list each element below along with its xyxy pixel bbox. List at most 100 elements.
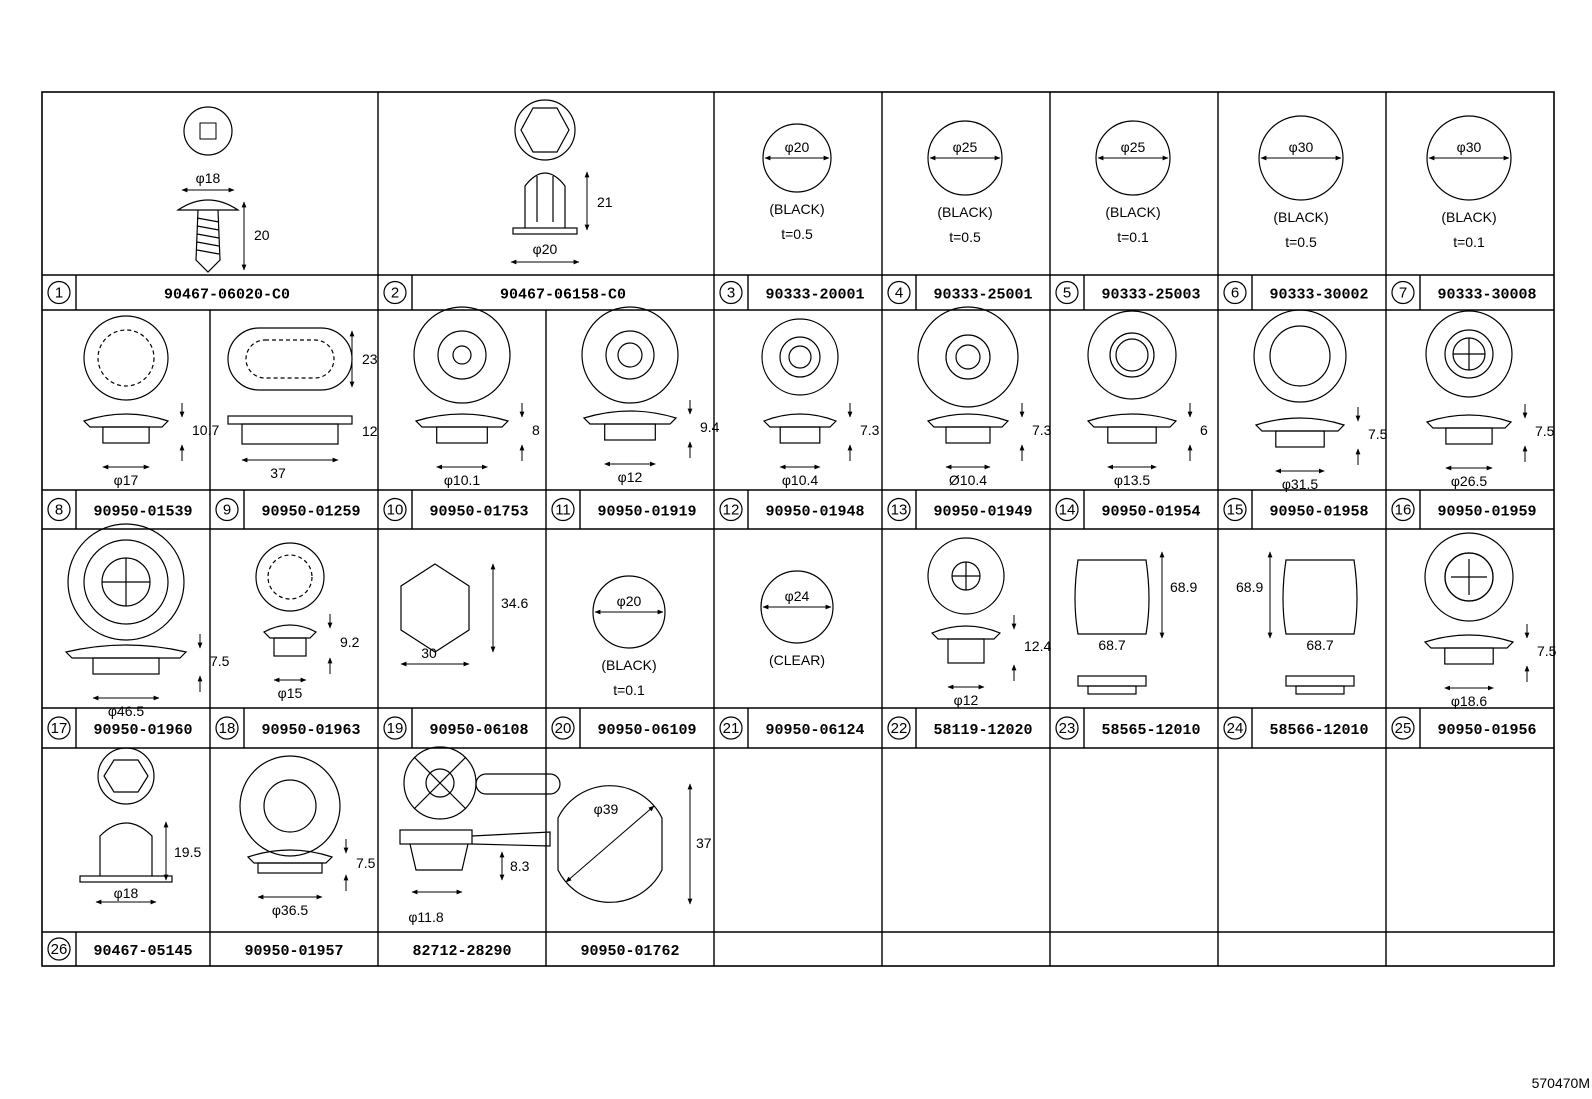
item-number-circle [887, 716, 911, 740]
cover-plate [1074, 559, 1150, 635]
part-number: 90950-06124 [765, 722, 864, 739]
dimension-label: 34.6 [501, 595, 528, 611]
thickness-note: t=0.5 [781, 226, 813, 242]
oblong-side-body [241, 423, 339, 445]
item-number: 10 [387, 502, 404, 519]
color-note: (BLACK) [601, 657, 656, 673]
item-number-circle [215, 716, 239, 740]
grommet-side-body [1275, 430, 1325, 448]
clip-shank [195, 209, 221, 273]
grommet-side-body [257, 862, 323, 874]
part-number: 90950-01539 [93, 504, 192, 521]
item-number: 21 [723, 720, 740, 737]
dimension-label: φ11.8 [408, 909, 444, 925]
plug-disc [1095, 120, 1171, 196]
grommet-side-body [92, 657, 160, 675]
item-number: 18 [219, 720, 236, 737]
grommet-top-view [917, 306, 1019, 408]
dimension-label: 8.3 [510, 858, 530, 874]
item-number-circle [1391, 497, 1415, 522]
item-number: 1 [55, 285, 63, 302]
item-number-circle [1055, 497, 1079, 522]
grommet-side-body [604, 423, 656, 441]
item-number-circle [1055, 716, 1079, 740]
part-number: 58565-12010 [1101, 722, 1200, 739]
thickness-note: t=0.5 [1285, 234, 1317, 250]
grommet-inner [1109, 332, 1155, 378]
part-number: 90950-01753 [429, 504, 528, 521]
part-number: 90467-06020-C0 [164, 287, 290, 304]
clip-head-top [183, 106, 233, 156]
plug-disc [592, 575, 666, 649]
dimension-label: φ20 [533, 241, 558, 257]
part-number: 90467-05145 [93, 943, 192, 960]
grommet-side-cap [246, 849, 334, 864]
dimension-label: φ12 [954, 692, 979, 708]
part-number: 90950-01949 [933, 504, 1032, 521]
item-number: 24 [1227, 720, 1244, 737]
grommet-side-body [1444, 647, 1494, 665]
grommet-side-body [945, 426, 991, 444]
grommet-side-cap [930, 625, 1002, 640]
plug-disc [927, 120, 1003, 196]
dimension-label: 21 [597, 194, 613, 210]
grommet-top-view [927, 537, 1005, 615]
item-number: 15 [1227, 502, 1244, 519]
dimension-label: 8 [532, 422, 540, 438]
item-number: 20 [555, 720, 572, 737]
grommet-hub [788, 345, 812, 369]
thickness-note: t=0.5 [949, 229, 981, 245]
clip-rib [196, 241, 220, 247]
part-number: 90950-01956 [1437, 722, 1536, 739]
grommet-top-view [761, 318, 839, 396]
item-number-circle [1391, 280, 1415, 305]
dimension-label: 7.3 [1032, 422, 1052, 438]
color-note: (BLACK) [1273, 209, 1328, 225]
part-number: 82712-28290 [412, 943, 511, 960]
dimension-label: 68.7 [1306, 637, 1333, 653]
item-number: 12 [723, 502, 740, 519]
grommet-side-cap [64, 644, 188, 659]
grommet-inner [945, 334, 991, 380]
dimension-label: 9.2 [340, 634, 360, 650]
dimension-label: φ12 [618, 469, 643, 485]
dimension-label: φ30 [1289, 139, 1314, 155]
grommet-top-view [1253, 309, 1347, 403]
dimension-label: φ46.5 [108, 703, 145, 719]
grommet-side-cap [263, 624, 317, 639]
part-number: 90950-01960 [93, 722, 192, 739]
dimension-label: 68.9 [1236, 579, 1263, 595]
grommet-inner [605, 330, 655, 380]
part-number: 90333-25001 [933, 287, 1032, 304]
grommet-top-view [1087, 310, 1177, 400]
clip-rib [196, 225, 220, 231]
grommet-top-view [239, 755, 341, 857]
part-number: 58566-12010 [1269, 722, 1368, 739]
grommet-top-view [67, 523, 185, 641]
part-number: 90950-06108 [429, 722, 528, 739]
hex-plug [400, 563, 470, 653]
clip-base [512, 227, 578, 235]
grommet-inner [83, 539, 169, 625]
item-number: 5 [1063, 285, 1071, 302]
dimension-label: φ15 [278, 685, 303, 701]
dimension-label: φ39 [594, 801, 619, 817]
grommet-top-view [83, 315, 169, 401]
grommet-side-cap [926, 413, 1010, 428]
dimension-label: Ø10.4 [949, 472, 987, 488]
item-number-circle [47, 716, 71, 740]
grommet-inner [779, 336, 821, 378]
grommet-side-body [273, 637, 307, 657]
part-number: 90950-01954 [1101, 504, 1200, 521]
item-number: 14 [1059, 502, 1076, 519]
plug-disc [762, 123, 832, 193]
clip-head-side [176, 199, 240, 211]
item-number: 13 [891, 502, 908, 519]
part-number: 58119-12020 [933, 722, 1032, 739]
item-number: 17 [51, 720, 68, 737]
dimension-label: φ20 [785, 139, 810, 155]
item-number-circle [47, 937, 71, 961]
item-number: 16 [1395, 502, 1412, 519]
cover-side [1077, 675, 1147, 687]
